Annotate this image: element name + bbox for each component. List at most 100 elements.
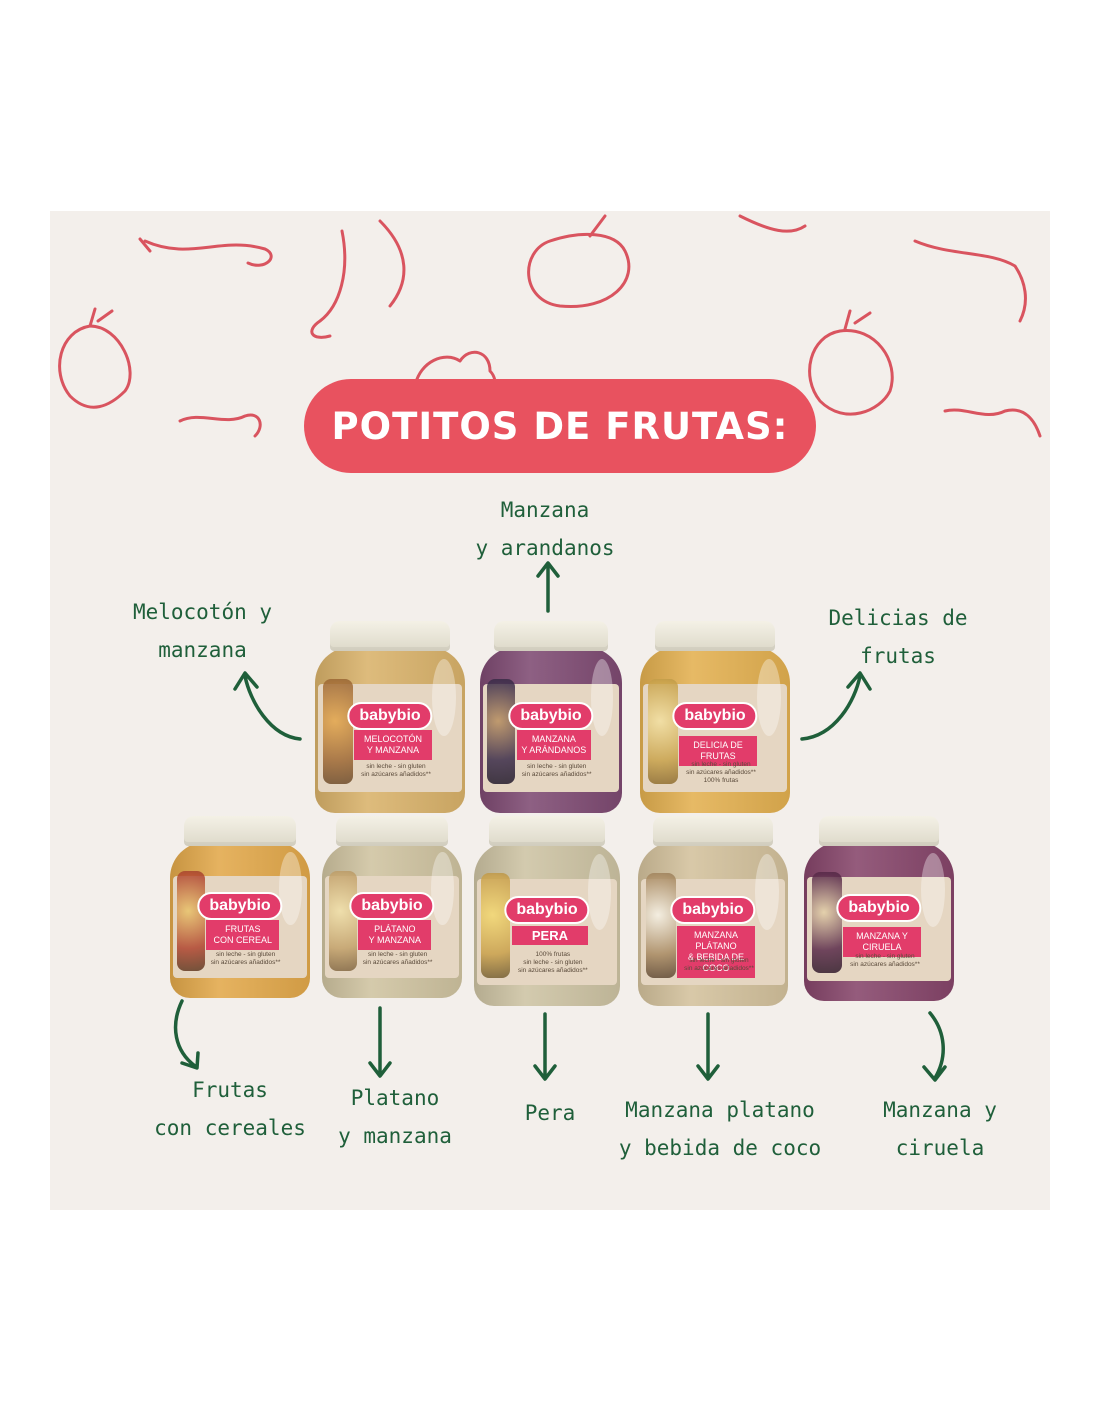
label-line: manzana (158, 638, 247, 662)
label-line: y bebida de coco (618, 1136, 822, 1160)
jar-lid (655, 621, 775, 651)
label-manzana-platano-coco: Manzana platano y bebida de coco (615, 1091, 825, 1167)
product-fine-print: sin leche - sin gluten sin azúcares añad… (357, 763, 435, 779)
fruit-illustration (487, 678, 516, 785)
product-name-line: & BEBIDA DE COCO (687, 952, 745, 974)
apple-doodle (808, 329, 894, 416)
fine-print-line: sin leche - sin gluten (215, 950, 276, 958)
baby-face-icon (279, 852, 302, 926)
label-line: Delicias de (828, 606, 968, 630)
jar-lid (819, 816, 939, 846)
product-fine-print: sin leche - sin gluten sin azúcares añad… (520, 763, 594, 779)
jar-melocoton-manzana: babybio MELOCOTÓN Y MANZANA sin leche - … (315, 621, 465, 813)
label-line: frutas (860, 644, 936, 668)
product-name-line: PERA (531, 928, 568, 944)
product-name: DELICIA DE FRUTAS (679, 736, 757, 767)
product-name-line: CON CEREAL (213, 934, 273, 945)
baby-face-icon (921, 853, 945, 927)
jar-frutas-cereal: babybio FRUTAS CON CEREAL sin leche - si… (170, 816, 310, 998)
product-name-line: FRUTAS (225, 923, 261, 934)
title-banner: POTITOS DE FRUTAS: (304, 379, 816, 473)
product-fine-print: sin leche - sin gluten sin azúcares añad… (209, 951, 282, 967)
fine-print-line: sin azúcares añadidos** (521, 771, 592, 779)
label-melocoton-manzana: Melocotón y manzana (120, 593, 285, 669)
jar-lid (330, 621, 450, 651)
fine-print-line: sin leche - sin gluten (691, 761, 751, 769)
chili-doodle (138, 237, 152, 253)
fine-print-line: sin leche - sin gluten (366, 763, 426, 771)
plum-doodle (527, 232, 631, 309)
brand-logo: babybio (670, 895, 756, 924)
brand-logo: babybio (197, 892, 283, 921)
product-name: MANZANA PLÁTANO & BEBIDA DE COCO (677, 926, 755, 979)
page-title: POTITOS DE FRUTAS: (331, 404, 789, 448)
fruit-illustration (481, 873, 511, 978)
label-frutas-cereales: Frutas con cereales (145, 1071, 315, 1147)
label-line: Manzana platano (625, 1098, 815, 1122)
fruit-illustration (177, 870, 205, 971)
baby-face-icon (757, 659, 781, 737)
jar-lid (336, 816, 448, 846)
fine-print-line: sin azúcares añadidos** (210, 958, 281, 966)
fine-print-line: 100% frutas (535, 950, 571, 958)
label-pera: Pera (505, 1094, 595, 1132)
fine-print-line: sin leche - sin gluten (523, 958, 583, 966)
product-name: FRUTAS CON CEREAL (206, 919, 280, 950)
fruit-doodles-decoration (58, 214, 1042, 438)
product-name-line: MANZANA (531, 734, 576, 745)
label-line: Frutas (192, 1078, 268, 1102)
label-line: Manzana y (883, 1098, 997, 1122)
product-fine-print: sin leche - sin gluten sin azúcares añad… (361, 951, 434, 967)
fruit-illustration (811, 871, 842, 974)
jar-lid (184, 816, 296, 846)
label-line: y arandanos (475, 536, 615, 560)
baby-face-icon (590, 659, 614, 737)
jar-manzana-arandanos: babybio MANZANA Y ARÁNDANOS sin leche - … (480, 621, 622, 813)
label-line: Pera (524, 1101, 576, 1125)
brand-logo: babybio (349, 892, 435, 921)
jar-lid (494, 621, 608, 651)
fine-print-line: sin leche - sin gluten (367, 950, 428, 958)
pepper-doodle (310, 229, 347, 339)
fruit-illustration (329, 870, 357, 971)
brand-logo: babybio (347, 701, 433, 730)
label-line: y manzana (338, 1124, 452, 1148)
label-line: ciruela (895, 1136, 985, 1160)
fine-print-line: sin azúcares añadidos** (362, 958, 433, 966)
background-panel: POTITOS DE FRUTAS: Manzana y arandanos M… (50, 211, 1050, 1210)
chili-doodle (178, 413, 262, 438)
fruit-illustration (647, 678, 678, 785)
fruit-illustration (645, 873, 676, 978)
label-line: Manzana (500, 498, 590, 522)
fine-print-line: sin leche - sin gluten (855, 952, 915, 960)
chili-doodle (143, 239, 273, 267)
baby-face-icon (587, 854, 612, 930)
apple-doodle (88, 307, 114, 328)
product-name-line: Y ARÁNDANOS (521, 745, 587, 756)
label-line: Platano (350, 1086, 440, 1110)
jar-manzana-platano-coco: babybio MANZANA PLÁTANO & BEBIDA DE COCO… (638, 816, 788, 1006)
product-name-line: MANZANA PLÁTANO (693, 930, 738, 952)
product-name: PLÁTANO Y MANZANA (358, 919, 432, 950)
product-name-line: PLÁTANO (374, 923, 416, 934)
product-name-line: MANZANA Y CIRUELA (856, 931, 908, 952)
baby-face-icon (432, 659, 456, 737)
chili-doodle (738, 214, 807, 233)
pepper-doodle (378, 219, 406, 308)
baby-face-icon (431, 852, 454, 926)
label-line: con cereales (154, 1116, 306, 1140)
jar-lid (488, 816, 606, 846)
baby-face-icon (755, 854, 779, 930)
label-line: Melocotón y (132, 600, 273, 624)
jar-delicia-frutas: babybio DELICIA DE FRUTAS sin leche - si… (640, 621, 790, 813)
chili-doodle (913, 239, 1027, 323)
product-name-line: Y MANZANA (366, 745, 420, 756)
label-platano-manzana: Platano y manzana (320, 1079, 470, 1155)
jar-manzana-ciruela: babybio MANZANA Y CIRUELA sin leche - si… (804, 816, 954, 1001)
product-name-line: Y MANZANA (368, 934, 421, 945)
fine-print-line: sin azúcares añadidos** (686, 769, 756, 777)
product-fine-print: sin leche - sin gluten sin azúcares añad… (846, 953, 924, 969)
fine-print-line: sin leche - sin gluten (527, 763, 587, 771)
product-fine-print: sin leche - sin gluten sin azúcares añad… (682, 761, 760, 785)
fine-print-line: sin azúcares añadidos** (684, 964, 754, 972)
